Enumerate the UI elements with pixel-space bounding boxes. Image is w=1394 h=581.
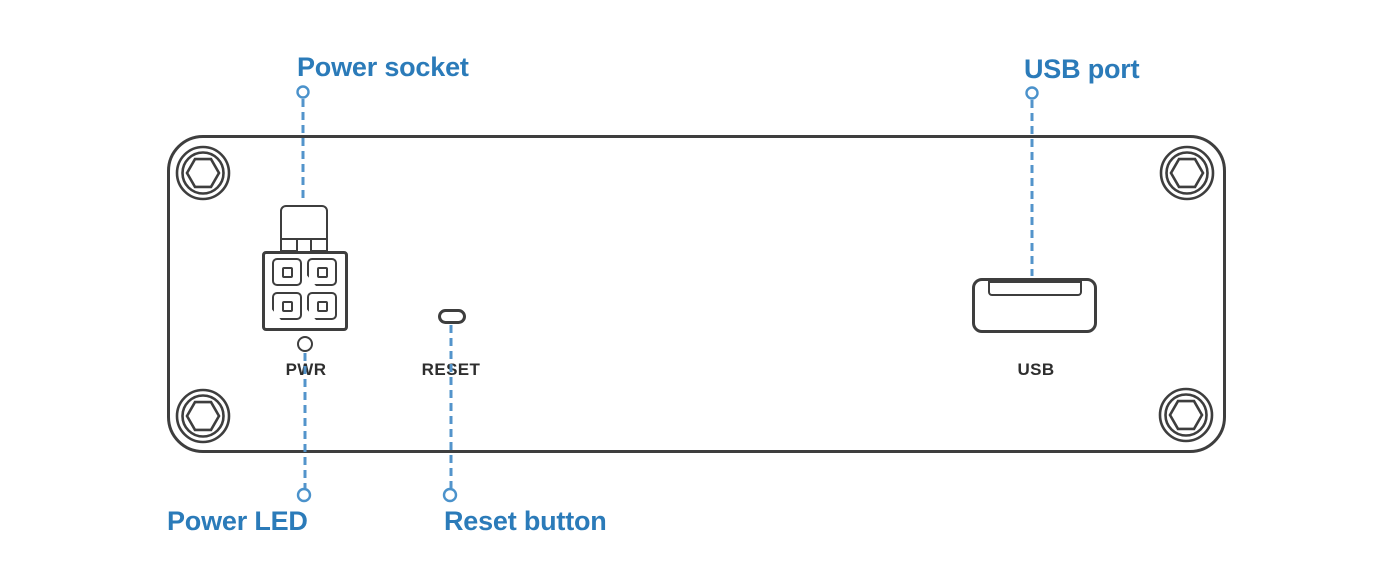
power-socket-latch-tab (296, 238, 312, 251)
power-led-indicator (297, 336, 313, 352)
power-socket-pin (272, 258, 302, 286)
corner-screw-icon (1159, 145, 1215, 201)
usb-port-connector (972, 278, 1097, 333)
leader-dot-power-socket (296, 85, 310, 99)
callout-reset-button: Reset button (444, 506, 607, 536)
power-socket-pin (272, 292, 302, 320)
leader-dot-power-led (296, 487, 312, 503)
power-socket-pin (307, 292, 337, 320)
power-socket-connector (262, 251, 348, 331)
corner-screw-icon (175, 388, 231, 444)
callout-usb-port: USB port (1024, 54, 1140, 84)
power-socket-pin-contact (281, 266, 293, 278)
power-socket-pin (307, 258, 337, 286)
corner-screw-icon (1158, 387, 1214, 443)
usb-port-tongue (988, 281, 1082, 296)
panel-label-usb: USB (1017, 360, 1055, 379)
leader-dot-usb-port (1025, 86, 1039, 100)
reset-button-pill (438, 309, 466, 324)
callout-power-socket: Power socket (297, 52, 469, 82)
power-socket-pin-contact (316, 300, 328, 312)
corner-screw-icon (175, 145, 231, 201)
leader-dot-reset-button (442, 487, 458, 503)
power-socket-latch (280, 205, 328, 252)
panel-label-reset: RESET (421, 360, 481, 379)
power-socket-pin-contact (281, 300, 293, 312)
callout-power-led: Power LED (167, 506, 308, 536)
panel-label-pwr: PWR (285, 360, 327, 379)
power-socket-pin-contact (316, 266, 328, 278)
